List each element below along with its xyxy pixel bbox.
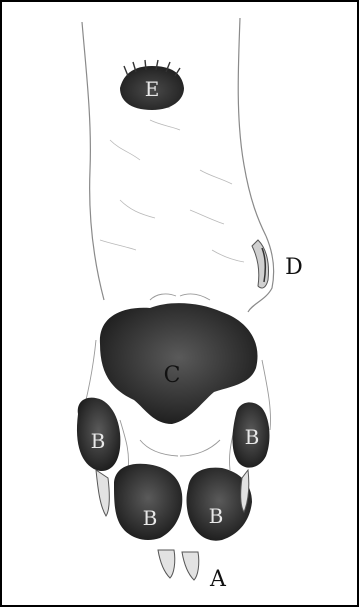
dewclaw [252,240,269,288]
label-b-bottom-right: B [209,504,224,528]
leg-outline [82,18,274,312]
label-b-bottom-left: B [143,506,158,530]
label-e: E [145,77,160,101]
label-b-right: B [245,425,260,449]
label-d: D [285,255,303,280]
label-c: C [164,363,181,388]
label-a: A [209,567,227,592]
leg-shading [100,100,244,262]
label-b-left: B [91,429,106,453]
